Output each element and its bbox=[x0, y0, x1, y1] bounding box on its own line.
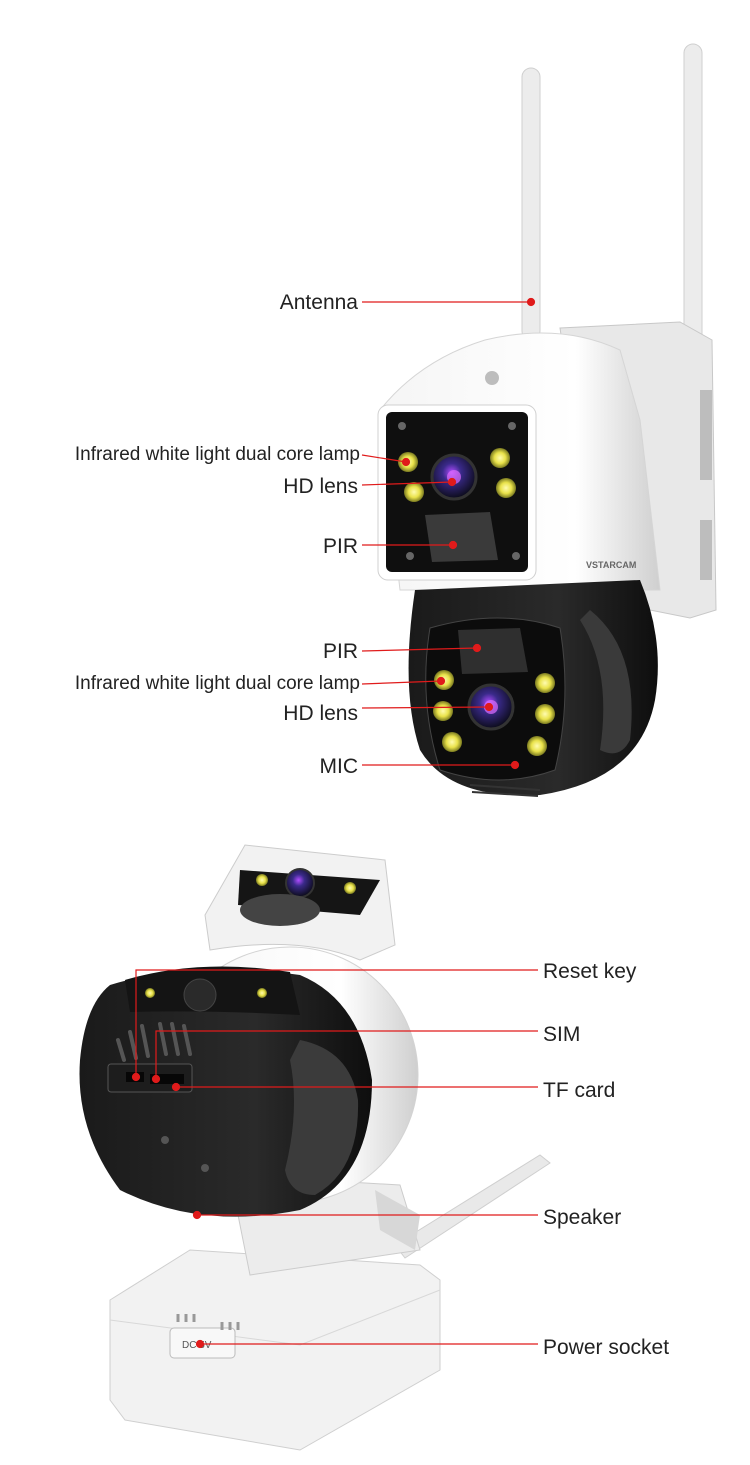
rear-vents bbox=[116, 1022, 192, 1062]
label-lower-ir-lamp: Infrared white light dual core lamp bbox=[74, 673, 360, 694]
brand-logo: VSTARCAM bbox=[586, 560, 636, 570]
lower-pir-window bbox=[458, 628, 528, 674]
label-lower-pir: PIR bbox=[322, 640, 358, 663]
lower-led-array bbox=[433, 670, 555, 756]
label-speaker: Speaker bbox=[543, 1206, 622, 1229]
label-upper-pir: PIR bbox=[322, 535, 358, 558]
callout-lines bbox=[131, 297, 538, 1349]
label-tf-card: TF card bbox=[543, 1079, 616, 1102]
rear-antenna bbox=[394, 1154, 551, 1259]
mounting-plate bbox=[109, 1249, 441, 1451]
label-upper-hd-lens: HD lens bbox=[283, 475, 358, 498]
label-mic: MIC bbox=[319, 755, 359, 778]
label-antenna: Antenna bbox=[279, 291, 358, 314]
bottom-camera: DC 5V bbox=[79, 844, 551, 1451]
label-lower-hd-lens: HD lens bbox=[283, 702, 358, 725]
top-camera: VSTARCAM bbox=[377, 43, 717, 797]
label-power-socket: Power socket bbox=[543, 1336, 670, 1359]
label-upper-ir-lamp: Infrared white light dual core lamp bbox=[74, 444, 360, 465]
label-sim: SIM bbox=[543, 1023, 581, 1046]
upper-pir-window bbox=[425, 512, 498, 562]
label-reset-key: Reset key bbox=[543, 960, 637, 983]
